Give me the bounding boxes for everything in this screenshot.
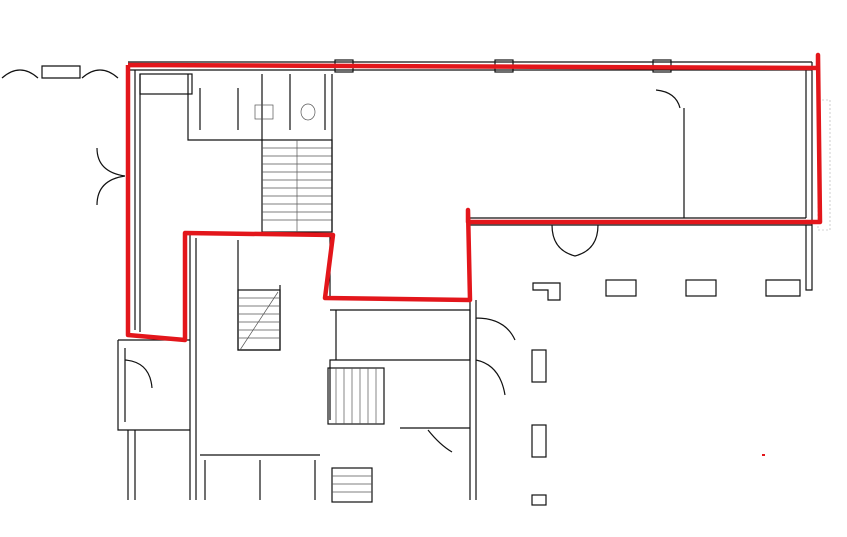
highlight-outline (125, 52, 823, 343)
red-mark (762, 454, 765, 456)
stair-secondary (237, 289, 281, 351)
stair-lower (327, 367, 385, 425)
stair-main (261, 139, 333, 233)
columns (531, 225, 813, 506)
walls (1, 59, 831, 506)
